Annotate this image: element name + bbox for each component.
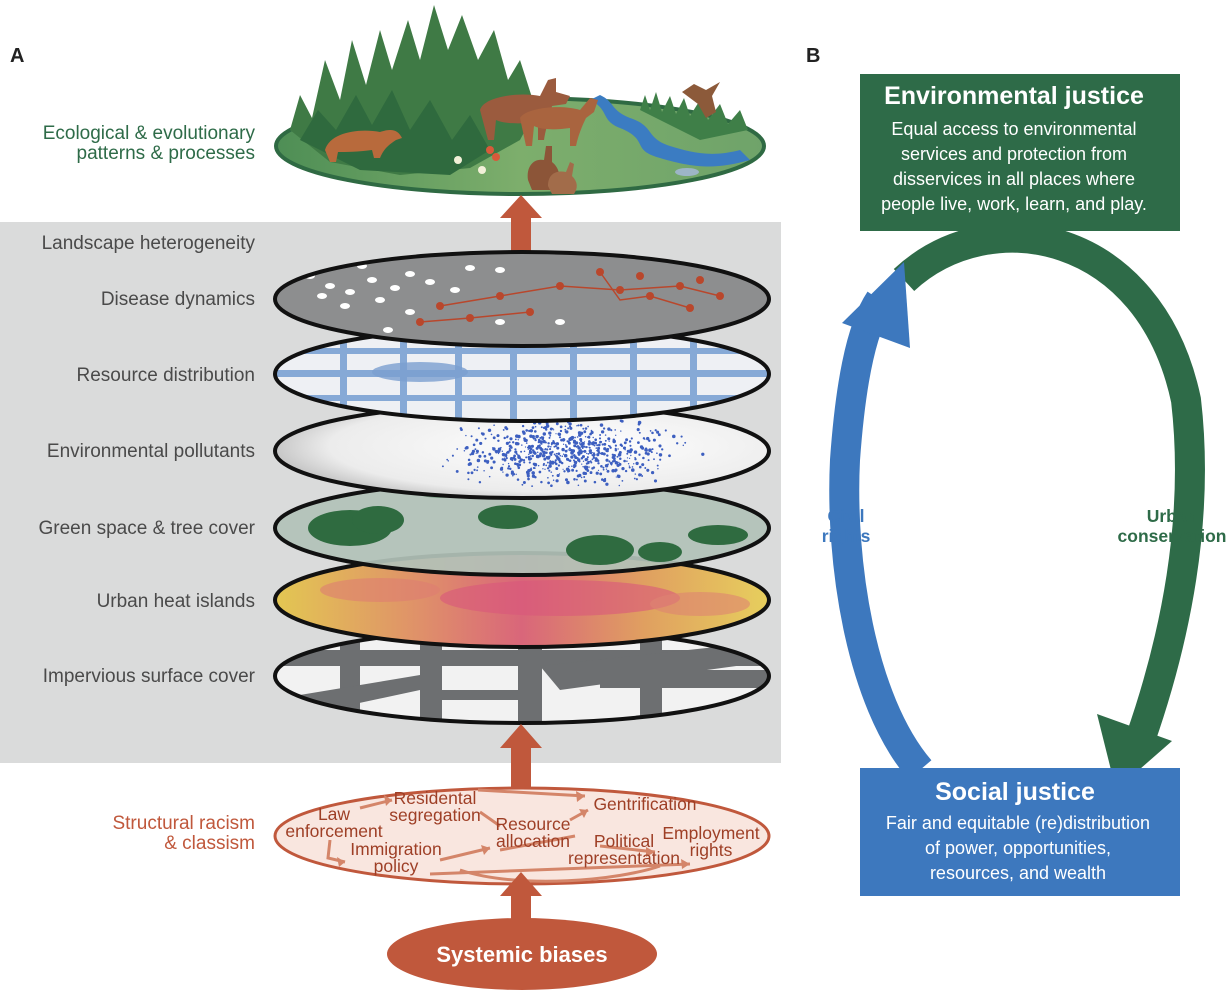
social-desc-line-3: resources, and wealth <box>930 863 1106 883</box>
layer-label-impervious: Impervious surface cover <box>43 666 256 687</box>
layer-label-heat: Urban heat islands <box>97 591 255 612</box>
item-residental-2: segregation <box>389 805 480 825</box>
social-desc-line-2: of power, opportunities, <box>925 838 1111 858</box>
env-desc-line-1: Equal access to environmental <box>891 119 1136 139</box>
justice-cycle <box>829 222 1205 790</box>
structural-label-2: & classism <box>164 833 255 854</box>
layer-label-disease: Disease dynamics <box>101 289 255 310</box>
item-political: Political <box>594 831 654 851</box>
social-justice-title: Social justice <box>935 778 1095 806</box>
ecological-label: Ecological & evolutionary <box>43 123 256 144</box>
systemic-biases-node: Systemic biases <box>387 918 657 990</box>
env-desc-line-4: people live, work, learn, and play. <box>881 194 1147 214</box>
item-immigration: Immigration <box>350 839 441 859</box>
panel-a-letter: A <box>10 45 24 67</box>
civil-rights-label: Civil <box>828 506 865 526</box>
environmental-justice-box: Environmental justice Equal access to en… <box>860 74 1180 231</box>
item-employment-2: rights <box>690 840 733 860</box>
layer-label-pollutants: Environmental pollutants <box>47 441 255 462</box>
resource-disk <box>273 325 771 423</box>
panel-b-letter: B <box>806 45 820 67</box>
disease-disk <box>273 250 771 348</box>
env-desc-line-2: services and protection from <box>901 144 1127 164</box>
green-space-disk <box>273 479 771 577</box>
item-employment: Employment <box>662 823 759 843</box>
layer-label-landscape: Landscape heterogeneity <box>42 233 256 254</box>
item-resource: Resource <box>496 814 571 834</box>
civil-rights-label-2: rights <box>822 526 871 546</box>
item-law-2: enforcement <box>285 821 382 841</box>
item-political-2: representation <box>568 848 680 868</box>
social-desc-line-1: Fair and equitable (re)distribution <box>886 813 1150 833</box>
social-justice-box: Social justice Fair and equitable (re)di… <box>860 768 1180 896</box>
item-immigration-2: policy <box>374 856 419 876</box>
layer-label-resource: Resource distribution <box>77 365 255 386</box>
pollutants-disk <box>273 402 771 500</box>
item-residental: Residental <box>394 788 477 808</box>
urban-conservation-label: Urban <box>1147 506 1198 526</box>
item-law: Law <box>318 804 350 824</box>
env-desc-line-3: disservices in all places where <box>893 169 1135 189</box>
item-gentrification: Gentrification <box>593 794 696 814</box>
systemic-biases-label: Systemic biases <box>436 942 607 967</box>
env-justice-title: Environmental justice <box>884 82 1144 110</box>
item-resource-2: allocation <box>496 831 570 851</box>
urban-conservation-label-2: conservation <box>1118 526 1227 546</box>
heat-disk <box>273 551 771 649</box>
civil-arrowhead <box>842 262 910 348</box>
structural-label: Structural racism <box>112 813 255 834</box>
ecological-label-2: patterns & processes <box>77 143 255 164</box>
ecological-disk <box>274 5 766 196</box>
structural-disk: Law enforcement Residental segregation I… <box>273 786 771 886</box>
layer-label-green: Green space & tree cover <box>39 518 256 539</box>
